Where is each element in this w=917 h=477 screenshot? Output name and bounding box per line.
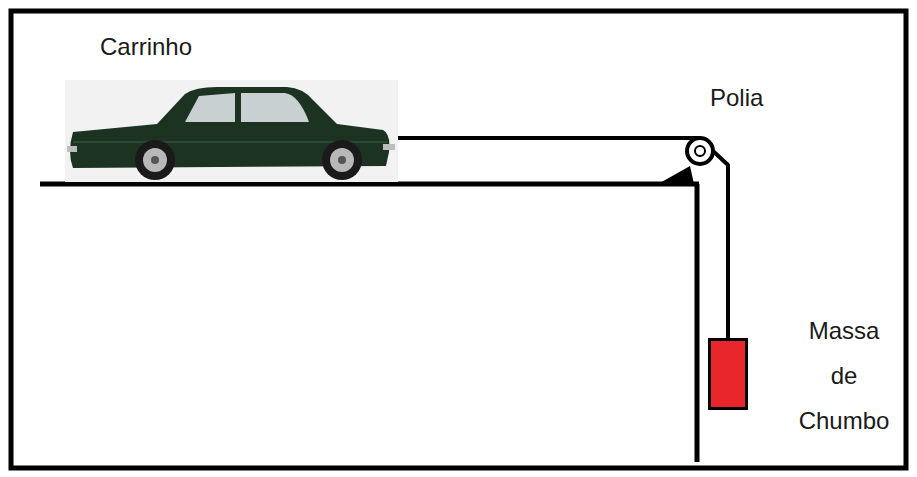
car-backdrop — [65, 80, 398, 182]
node-label: Massa de Chumbo — [796, 308, 892, 443]
cart-node: Carrinho — [65, 80, 398, 182]
node-shape — [686, 137, 714, 165]
table-leg — [695, 184, 700, 462]
car-rim — [330, 148, 354, 172]
string-line — [713, 151, 728, 338]
string-line — [398, 136, 700, 140]
car-bumper — [67, 146, 77, 152]
car-wheel — [322, 140, 362, 180]
car-window — [185, 93, 235, 122]
car-wheel — [135, 140, 175, 180]
pulley-node: Polia — [686, 137, 714, 165]
pulley-wheel — [687, 138, 713, 164]
car-hub — [338, 156, 346, 164]
car-rim — [143, 148, 167, 172]
node-shape — [708, 338, 748, 410]
outer-frame — [11, 11, 906, 468]
node-label: Carrinho — [100, 24, 192, 69]
pulley-axle — [695, 146, 705, 156]
car-hub — [151, 156, 159, 164]
pulley-bracket — [658, 166, 694, 184]
mass-node: Massa de Chumbo — [708, 338, 748, 410]
car-bumper — [383, 144, 395, 150]
table-top — [40, 182, 699, 187]
node-shape — [65, 80, 398, 182]
node-label: Polia — [710, 75, 763, 120]
car-window — [241, 93, 309, 122]
lead-mass — [710, 340, 747, 409]
